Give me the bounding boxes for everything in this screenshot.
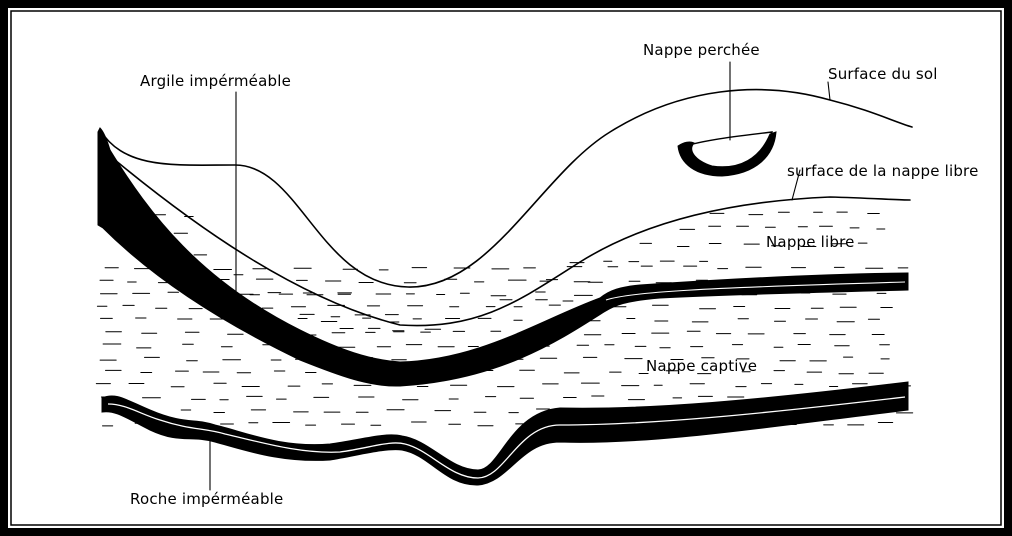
surface-sol-leader-line: [828, 82, 830, 100]
nappe-captive-label: Nappe captive: [646, 357, 757, 375]
surface-du-sol-label: Surface du sol: [828, 65, 938, 83]
nappe-libre-label: Nappe libre: [766, 233, 855, 251]
argile-impermeable-label: Argile impérméable: [140, 72, 291, 90]
surface-nappe-libre-label: surface de la nappe libre: [787, 162, 979, 180]
nappe-perchee-label: Nappe perchée: [643, 41, 760, 59]
roche-impermeable-label: Roche impérméable: [130, 490, 283, 508]
ground-surface-line: [100, 90, 912, 287]
